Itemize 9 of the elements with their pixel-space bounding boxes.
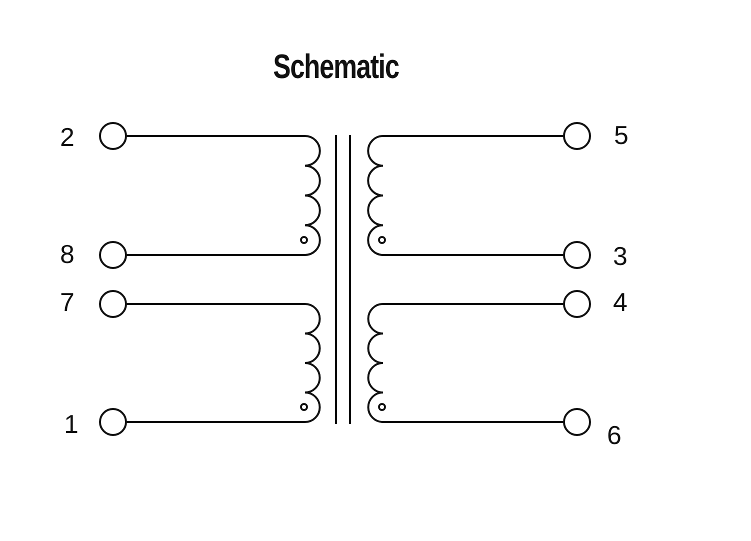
pin-number: 1 (64, 411, 78, 437)
pin-number: 7 (60, 289, 74, 315)
pin-number: 6 (607, 422, 622, 448)
pin-number: 3 (613, 243, 628, 269)
pin-number: 5 (614, 122, 628, 148)
diagram-title: Schematic (272, 50, 400, 84)
pin-number: 4 (613, 289, 628, 315)
pin-number: 2 (60, 124, 74, 150)
pin-number: 8 (60, 241, 74, 267)
